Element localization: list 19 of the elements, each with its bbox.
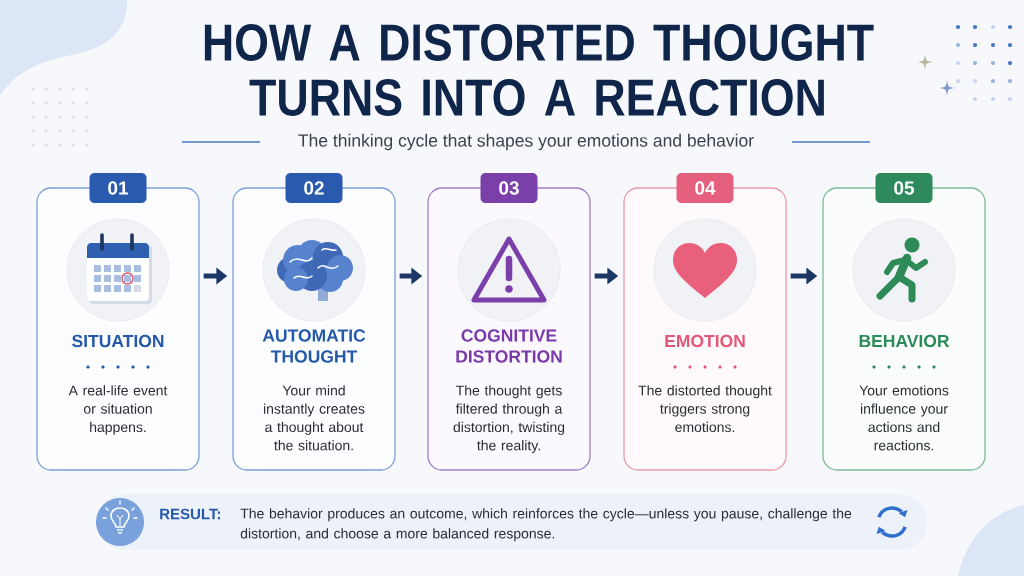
step-heading: COGNITIVE DISTORTION	[456, 329, 562, 363]
result-label: RESULT:	[160, 508, 220, 520]
step-description: The thought gets filtered through a distortion, twisting the reality.	[453, 385, 565, 454]
step-description: The distorted thought triggers strong emotions.	[638, 385, 772, 433]
number-badge: 01	[89, 173, 147, 203]
step-description: Your mind instantly creates a thought about the situation.	[264, 385, 365, 451]
step-heading: SITUATION	[72, 334, 164, 348]
step-description: Your emotions influence your actions and reactions.	[859, 385, 949, 451]
number-badge: 04	[676, 173, 734, 203]
title: HOW A DISTORTED THOUGHT TURNS INTO A REACTION	[204, 24, 874, 116]
number-badge: 02	[285, 173, 343, 203]
step-heading: AUTOMATIC THOUGHT	[262, 329, 366, 363]
step-heading: EMOTION	[665, 334, 745, 348]
number-badge: 05	[875, 173, 933, 203]
result-text: The behavior produces an outcome, which reinforces the cycle—unless you pause, challenge the distortion, and choose a more balanced response.	[240, 508, 852, 542]
step-description: A real-life event or situation happens.	[68, 385, 168, 435]
subtitle: The thinking cycle that shapes your emotions and behavior	[298, 133, 754, 151]
number-badge: 03	[480, 173, 538, 203]
step-heading: BEHAVIOR	[859, 334, 950, 348]
